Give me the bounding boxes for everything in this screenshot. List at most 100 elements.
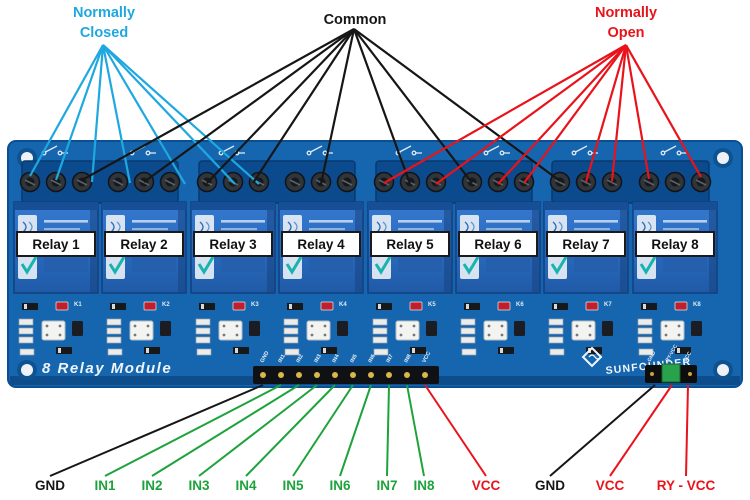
leader-line (383, 44, 627, 184)
gnd-leader-line (49, 384, 264, 477)
channel-components: K1 K2 K3 K4 K5 K6 K7 K8 (18, 301, 703, 356)
header-pin-label: IN4 (331, 353, 341, 364)
in6-leader-line (339, 384, 372, 477)
jumper-cap (661, 363, 681, 383)
pcb-board: K1 K2 K3 K4 K5 K6 K7 K8 GND IN1 IN (7, 140, 743, 388)
in1-leader-line (104, 384, 282, 477)
in4-label: IN4 (235, 478, 257, 493)
leader-line (319, 28, 356, 185)
annotation-normally-closed-line2: Closed (79, 25, 129, 42)
pin-header-block (253, 366, 439, 384)
relay-ref: K1 (74, 302, 82, 308)
in2-label: IN2 (141, 478, 163, 493)
leader-line (523, 44, 627, 184)
gnd-right-label: GND (535, 478, 565, 493)
jumper-pin-label: GND (647, 350, 658, 363)
leader-line (352, 28, 412, 185)
leader-line (610, 44, 628, 182)
vcc-jumper: GND RY-VCC VCC (645, 343, 697, 383)
leader-line (102, 44, 260, 185)
leader-line (206, 28, 355, 184)
header-pin-label: IN2 (295, 354, 304, 364)
relay-label-7: Relay 7 (546, 231, 626, 257)
common-leader-lines (81, 28, 561, 185)
vcc-right-label: VCC (595, 478, 625, 493)
leader-line (624, 44, 651, 180)
relay-label-4: Relay 4 (281, 231, 361, 257)
leader-line (353, 28, 473, 184)
header-pin-label: IN6 (367, 354, 376, 364)
in2-leader-line (151, 384, 300, 477)
header-pin-label: GND (259, 350, 270, 364)
relay-ref-labels: K1 K2 K3 K4 K5 K6 K7 K8 (74, 302, 701, 308)
relay-ref: K4 (339, 302, 347, 308)
header-pin-label: IN3 (313, 354, 322, 364)
terminal-blocks (19, 160, 712, 204)
bottom-pin-leader-lines (49, 384, 689, 477)
ry-vcc-label: RY - VCC (656, 478, 716, 493)
relay-label-2: Relay 2 (104, 231, 184, 257)
relay-ref: K8 (693, 302, 701, 308)
sunfounder-wave-icon (588, 354, 602, 360)
header-pin-label: IN1 (277, 354, 286, 364)
relay-ref: K2 (162, 302, 170, 308)
leader-line (54, 44, 105, 181)
leader-line (625, 44, 702, 178)
in3-label: IN3 (188, 478, 210, 493)
in7-label: IN7 (376, 478, 398, 493)
leader-line (101, 44, 132, 184)
ry-vcc-leader-line (685, 384, 689, 477)
annotation-normally-open: Normally Open (583, 3, 669, 44)
leader-line (497, 44, 627, 185)
leader-line (29, 44, 104, 177)
in4-leader-line (245, 384, 336, 477)
in8-leader-line (406, 384, 425, 477)
relay-label-6: Relay 6 (458, 231, 538, 257)
normally-open-leader-lines (383, 44, 702, 185)
annotation-common: Common (323, 12, 387, 28)
jumper-pin-label: VCC (683, 351, 694, 363)
relay-label-1: Relay 1 (16, 231, 96, 257)
relay-ref: K5 (428, 302, 436, 308)
header-pins (260, 372, 428, 378)
in5-leader-line (292, 384, 354, 477)
normally-closed-leader-lines (29, 44, 260, 185)
leader-line (353, 28, 561, 182)
leader-line (81, 28, 355, 181)
annotation-normally-open-line2: Open (607, 25, 645, 42)
header-pin-label: IN8 (403, 354, 412, 364)
input-pin-header: GND IN1 IN2 IN3 IN4 IN5 IN6 IN7 IN8 VCC (253, 350, 439, 384)
header-pin-label: VCC (421, 351, 432, 364)
in3-leader-line (198, 384, 318, 477)
leader-line (143, 28, 355, 183)
in5-label: IN5 (282, 478, 304, 493)
relay-label-3: Relay 3 (193, 231, 273, 257)
in7-leader-line (386, 384, 390, 477)
leader-line (102, 44, 236, 185)
relay-ref: K7 (604, 302, 612, 308)
in1-label: IN1 (94, 478, 116, 493)
relay-ref: K3 (251, 302, 259, 308)
relay-label-8: Relay 8 (635, 231, 715, 257)
in8-label: IN8 (413, 478, 435, 493)
leader-line (90, 44, 105, 183)
annotation-normally-closed-line1: Normally (72, 5, 136, 21)
annotation-normally-open-line1: Normally (594, 5, 658, 21)
header-pin-silkscreen: GND IN1 IN2 IN3 IN4 IN5 IN6 IN7 IN8 VCC (259, 350, 432, 364)
header-pin-label: IN7 (385, 354, 394, 364)
gnd-left-label: GND (35, 478, 65, 493)
vcc-left-label: VCC (471, 478, 501, 493)
header-pin-label: IN5 (349, 354, 358, 364)
module-title: 8 Relay Module (42, 360, 173, 377)
annotation-normally-closed: Normally Closed (58, 3, 150, 44)
relay-label-5: Relay 5 (370, 231, 450, 257)
leader-line (584, 44, 628, 183)
relay-ref: K6 (516, 302, 524, 308)
sunfounder-diamond-icon (581, 346, 603, 368)
in6-label: IN6 (329, 478, 351, 493)
leader-line (252, 28, 355, 184)
vcc-right-leader-line (609, 384, 673, 477)
leader-line (435, 44, 627, 185)
